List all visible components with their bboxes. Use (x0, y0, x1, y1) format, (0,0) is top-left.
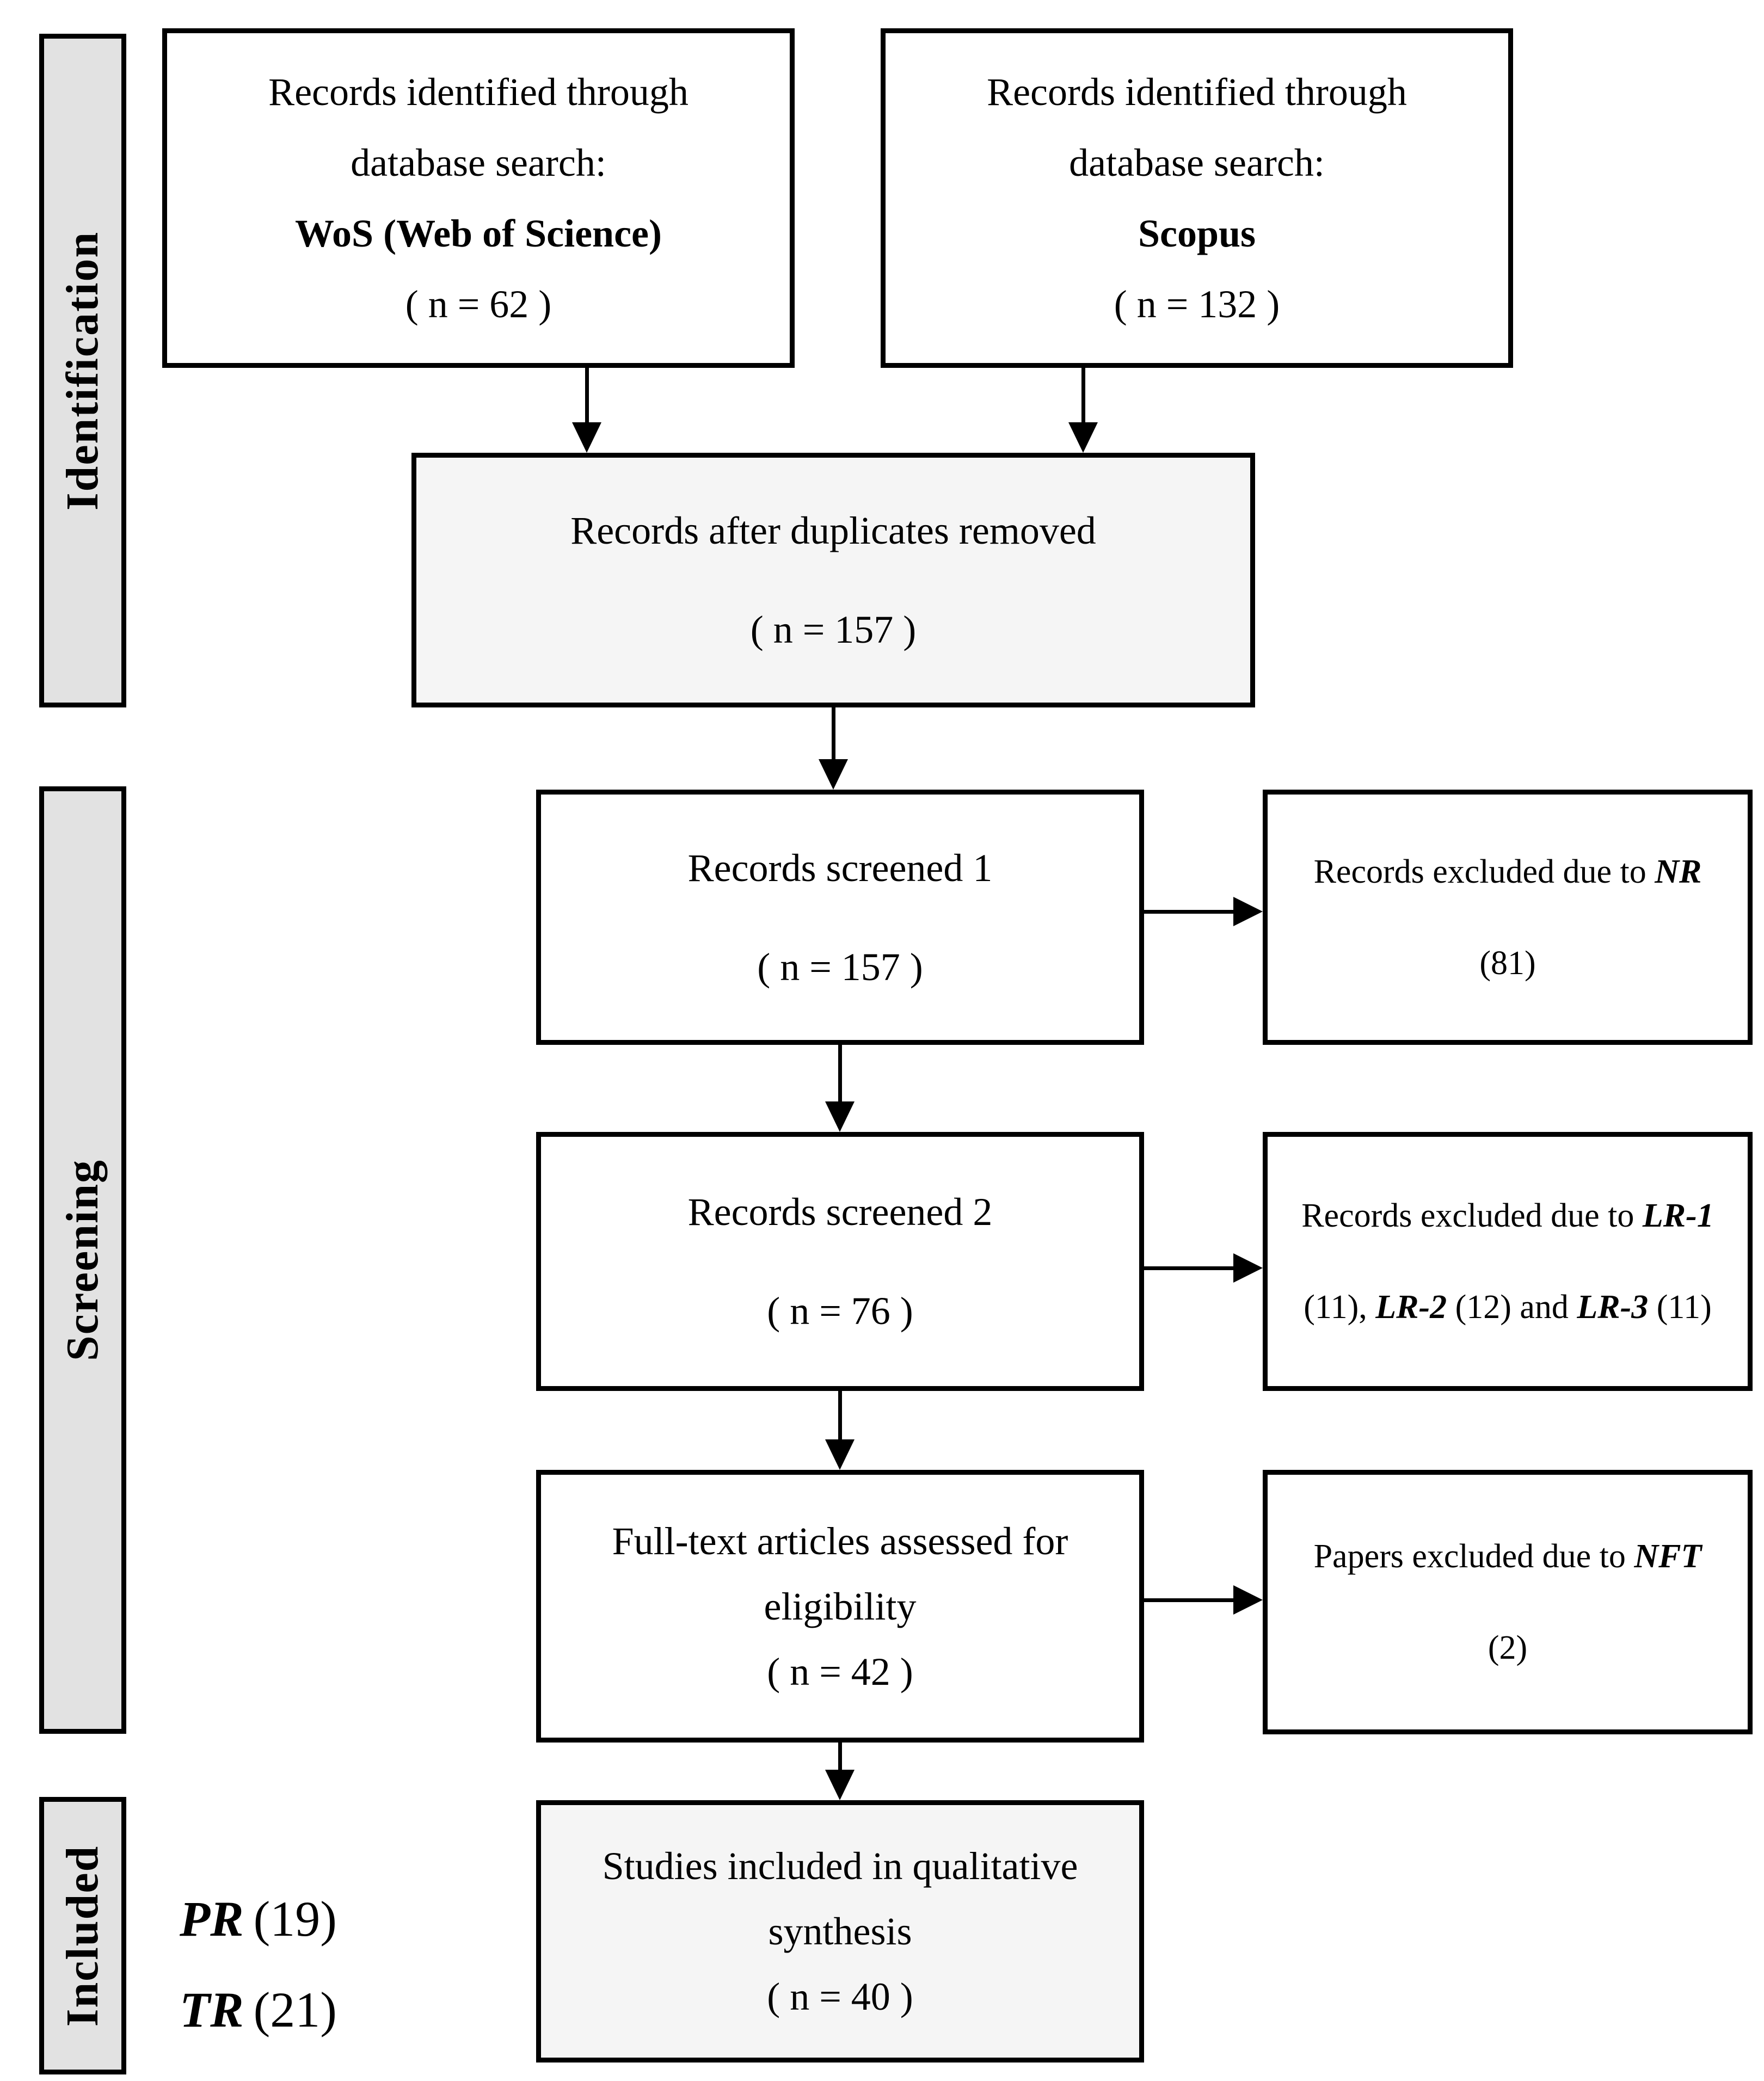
scopus-line2: database search: (1069, 141, 1325, 184)
nr-code: NR (1655, 853, 1702, 890)
pr-code: PR (180, 1891, 244, 1947)
lr-seg2: (12) and (1447, 1289, 1577, 1326)
fulltext-line2: eligibility (764, 1584, 917, 1628)
nft-code: NFT (1634, 1538, 1702, 1575)
lr-line2: (11), LR-2 (12) and LR-3 (11) (1304, 1261, 1712, 1353)
wos-line1: Records identified through (268, 70, 689, 114)
arrow-fulltext-to-nft-head-icon (1233, 1585, 1263, 1615)
stage-label-screening: Screening (57, 1159, 108, 1362)
wos-source: WoS (Web of Science) (295, 212, 662, 255)
arrow-scopus-to-duplicates-shaft (1081, 368, 1085, 426)
box-excluded-nft: Papers excluded due to NFT (2) (1263, 1470, 1753, 1734)
nft-line1: Papers excluded due to NFT (1314, 1511, 1702, 1602)
scopus-line1: Records identified through (987, 70, 1407, 114)
stage-label-identification: Identification (57, 231, 108, 510)
duplicates-count: ( n = 157 ) (750, 608, 917, 651)
lr-seg3: (11) (1648, 1289, 1712, 1326)
scopus-count: ( n = 132 ) (1114, 282, 1280, 326)
box-studies-included: Studies included in qualitative synthesi… (536, 1800, 1144, 2062)
box-records-screened-2: Records screened 2 ( n = 76 ) (536, 1132, 1144, 1391)
lr-code2: LR-2 (1375, 1289, 1447, 1326)
arrow-fulltext-to-nft-shaft (1144, 1598, 1238, 1602)
arrow-screened1-to-nr-head-icon (1233, 897, 1263, 926)
box-fulltext-assessed: Full-text articles assessed for eligibil… (536, 1470, 1144, 1743)
nft-prefix: Papers excluded due to (1313, 1538, 1634, 1575)
arrow-screened2-to-fulltext-head-icon (825, 1439, 855, 1470)
screened2-count: ( n = 76 ) (767, 1289, 913, 1333)
box-records-wos: Records identified through database sear… (162, 28, 795, 368)
nr-line1: Records excluded due to NR (1314, 826, 1702, 918)
arrow-screened1-to-screened2-shaft (838, 1045, 842, 1105)
included-count: ( n = 40 ) (767, 1975, 913, 2018)
box-excluded-lr: Records excluded due to LR-1 (11), LR-2 … (1263, 1132, 1753, 1391)
wos-count: ( n = 62 ) (405, 282, 552, 326)
annotation-pr: PR(19) (180, 1890, 337, 1948)
lr-code3: LR-3 (1577, 1289, 1649, 1326)
annotation-tr: TR(21) (180, 1981, 337, 2039)
arrow-wos-to-duplicates-shaft (585, 368, 589, 426)
duplicates-line1: Records after duplicates removed (570, 509, 1096, 552)
arrow-screened2-to-lr-shaft (1144, 1266, 1238, 1270)
stage-bar-identification: Identification (39, 34, 126, 707)
fulltext-count: ( n = 42 ) (767, 1649, 913, 1694)
tr-count: (21) (253, 1982, 337, 2037)
wos-line2: database search: (351, 141, 606, 184)
arrow-fulltext-to-included-shaft (838, 1743, 842, 1773)
arrow-fulltext-to-included-head-icon (825, 1770, 855, 1800)
included-line2: synthesis (768, 1910, 912, 1953)
box-records-screened-1: Records screened 1 ( n = 157 ) (536, 790, 1144, 1045)
box-duplicates-removed: Records after duplicates removed ( n = 1… (411, 453, 1255, 707)
arrow-screened1-to-screened2-head-icon (825, 1101, 855, 1132)
arrow-screened2-to-fulltext-shaft (838, 1391, 842, 1443)
stage-label-included: Included (57, 1845, 108, 2027)
lr-prefix: Records excluded due to (1301, 1197, 1643, 1234)
arrow-screened1-to-nr-shaft (1144, 910, 1238, 914)
stage-bar-screening: Screening (39, 786, 126, 1734)
nr-count: (81) (1479, 944, 1536, 982)
box-excluded-nr: Records excluded due to NR (81) (1263, 790, 1753, 1045)
screened1-line1: Records screened 1 (687, 846, 993, 890)
lr-code1: LR-1 (1642, 1197, 1714, 1234)
included-line1: Studies included in qualitative (602, 1844, 1078, 1888)
fulltext-line1: Full-text articles assessed for (612, 1519, 1068, 1563)
arrow-scopus-to-duplicates-head-icon (1068, 422, 1098, 453)
tr-code: TR (180, 1982, 244, 2037)
screened1-count: ( n = 157 ) (757, 945, 923, 989)
nft-count: (2) (1488, 1629, 1528, 1666)
arrow-wos-to-duplicates-head-icon (572, 422, 601, 453)
pr-count: (19) (253, 1891, 337, 1947)
nr-prefix: Records excluded due to (1313, 853, 1655, 890)
arrow-duplicates-to-screened1-shaft (832, 707, 835, 762)
lr-line1: Records excluded due to LR-1 (1301, 1170, 1714, 1261)
scopus-source: Scopus (1138, 212, 1256, 255)
arrow-duplicates-to-screened1-head-icon (819, 759, 848, 790)
screened2-line1: Records screened 2 (687, 1190, 993, 1234)
box-records-scopus: Records identified through database sear… (881, 28, 1513, 368)
stage-bar-included: Included (39, 1797, 126, 2074)
lr-seg1: (11), (1304, 1289, 1376, 1326)
arrow-screened2-to-lr-head-icon (1233, 1253, 1263, 1283)
